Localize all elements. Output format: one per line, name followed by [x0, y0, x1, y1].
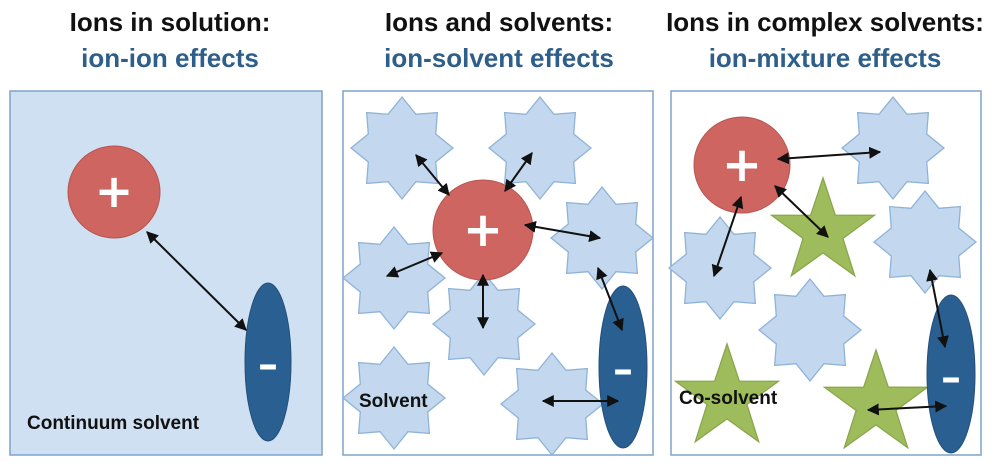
solvent-molecule [342, 226, 446, 330]
ion-solvent-arrow [504, 152, 533, 192]
cation [67, 145, 161, 239]
solvent-molecule [350, 96, 454, 200]
ion-mixture-arrow [776, 146, 882, 165]
panel-1-heading: Ions in solution: ion-ion effects [10, 4, 330, 76]
anion-sign: – [613, 347, 633, 393]
anion-sign: – [258, 342, 278, 388]
continuum-solvent-label: Continuum solvent [27, 413, 200, 434]
solvent-molecule [873, 190, 977, 294]
cation-sign: + [463, 202, 503, 258]
panel-2-title: Ions and solvents: [384, 7, 614, 37]
cation-sign: + [722, 137, 762, 193]
panel-1-subtitle: ion-ion effects [81, 43, 259, 73]
solvent-molecule [841, 96, 945, 200]
ion-mixture-arrow [866, 400, 948, 416]
solvent-molecule [758, 278, 862, 382]
anion [244, 282, 292, 442]
panel-2-heading: Ions and solvents: ion-solvent effects [340, 4, 658, 76]
ion-solvent-arrow [523, 220, 602, 243]
ion-mixture-arrow [774, 185, 829, 238]
solvent-molecule [488, 96, 592, 200]
ion-solvent-arrow [596, 266, 624, 332]
panel-3-subtitle: ion-mixture effects [708, 43, 942, 73]
solvent-label: Solvent [359, 391, 428, 412]
ion-mixture-arrow [711, 195, 744, 278]
solvent-molecule [500, 352, 604, 456]
cation-sign: + [95, 164, 134, 218]
panel-1-title: Ions in solution: [69, 7, 271, 37]
ion-ion-arrow [146, 231, 247, 331]
solvent-molecule [668, 216, 772, 320]
panel-3-title: Ions in complex solvents: [666, 7, 984, 37]
co-solvent-label: Co-solvent [679, 388, 778, 409]
ion-mixture-arrow [926, 268, 949, 349]
panel-3-heading: Ions in complex solvents: ion-mixture ef… [662, 4, 988, 76]
ion-solvent-arrow [385, 251, 444, 278]
panel-2-subtitle: ion-solvent effects [384, 43, 614, 73]
anion-sign: – [941, 355, 961, 401]
ion-solvent-arrow [415, 154, 450, 196]
solvent-molecule [550, 186, 654, 290]
